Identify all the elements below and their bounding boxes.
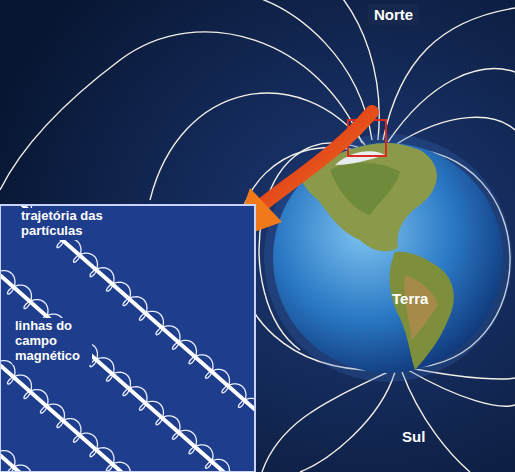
field-line — [0, 205, 255, 472]
particle-trajectory — [0, 242, 255, 472]
trajectory-label: trajetória das partículas — [18, 208, 136, 240]
zoom-arrow — [262, 112, 372, 205]
earth-label: Terra — [392, 290, 428, 307]
particle-trajectory — [0, 205, 255, 472]
field-line-label: linhas do campo magnético — [12, 318, 92, 365]
inset-panel — [0, 150, 352, 472]
particle-trajectory — [0, 422, 255, 472]
field-line — [0, 420, 255, 472]
south-label: Sul — [402, 428, 425, 445]
field-line — [0, 240, 255, 472]
north-label: Norte — [368, 4, 419, 25]
